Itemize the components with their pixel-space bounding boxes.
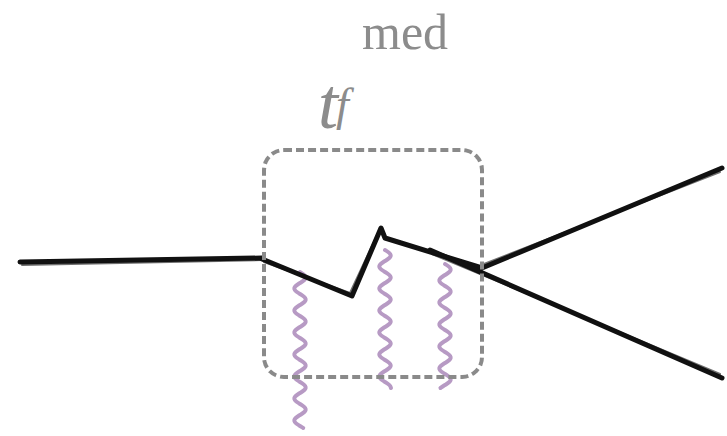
gluon-wave <box>294 272 305 428</box>
gluon-wave <box>439 264 450 388</box>
parton-lines <box>20 168 722 378</box>
medium-region-box: tfmed <box>262 148 484 379</box>
subscript: f <box>336 82 349 128</box>
superscript: med <box>362 7 448 57</box>
gluon-lines <box>294 250 450 428</box>
time-symbol: t <box>318 68 338 140</box>
gluon-wave <box>379 250 391 388</box>
